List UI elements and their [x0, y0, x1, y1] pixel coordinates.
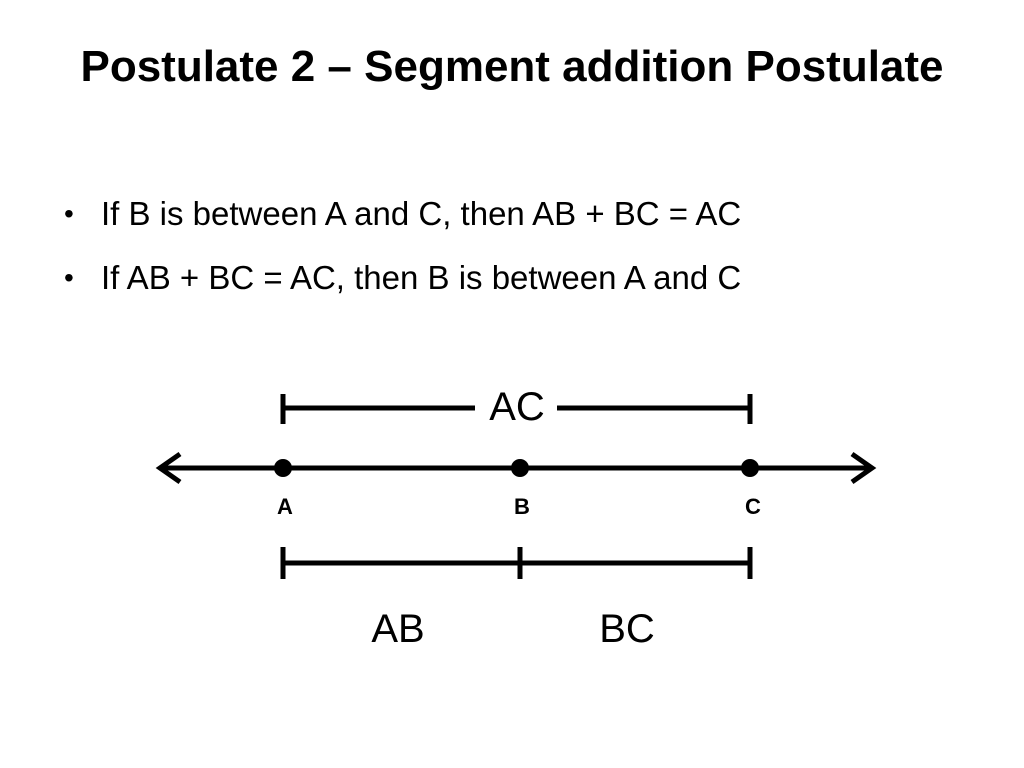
segment-bc-label: BC — [599, 607, 655, 651]
bullet-icon: • — [64, 262, 74, 293]
point-b-label: B — [514, 494, 530, 519]
point-a — [274, 459, 292, 477]
segment-ab-label: AB — [371, 607, 424, 651]
segment-ac-label: AC — [489, 385, 545, 429]
left-arrow-icon — [155, 451, 182, 485]
slide-title: Postulate 2 – Segment addition Postulate — [80, 42, 944, 91]
point-c — [741, 459, 759, 477]
segment-ac: AC — [280, 385, 753, 429]
point-a-label: A — [277, 494, 293, 519]
bullet-text-1: If B is between A and C, then AB + BC = … — [101, 195, 742, 232]
bullet-text-2: If AB + BC = AC, then B is between A and… — [101, 259, 742, 296]
bullet-list: • If B is between A and C, then AB + BC … — [58, 190, 978, 318]
bullet-item-2: • If AB + BC = AC, then B is between A a… — [58, 254, 978, 302]
bullet-item-1: • If B is between A and C, then AB + BC … — [58, 190, 978, 238]
right-arrow-icon — [850, 451, 877, 485]
segment-ab-bc: AB BC — [280, 547, 753, 651]
number-line: A B C — [155, 451, 877, 519]
bullet-icon: • — [64, 198, 74, 229]
point-b — [511, 459, 529, 477]
point-c-label: C — [745, 494, 761, 519]
